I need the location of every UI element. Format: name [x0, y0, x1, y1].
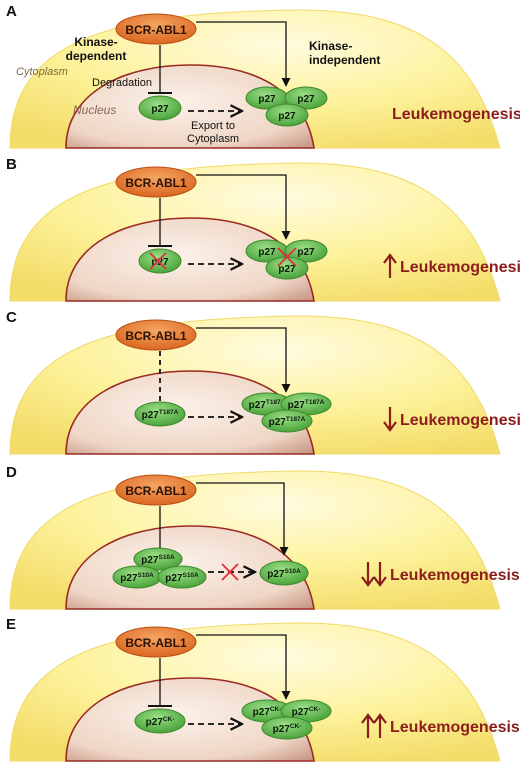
nucleus-label: Nucleus [73, 103, 116, 117]
nuclear-p27 [138, 248, 182, 274]
leukemogenesis-label: Leukemogenesis [390, 719, 520, 736]
nuclear-p27-1-label: p27S10A [141, 554, 175, 566]
cyto-p27-2-label: p27 [297, 94, 315, 105]
bcr-abl1-label: BCR-ABL1 [125, 329, 187, 343]
bcr-abl1-label: BCR-ABL1 [125, 636, 187, 650]
kinase-independent-arrow [196, 21, 291, 87]
kinase-independent-arrow [196, 327, 291, 393]
leukemogenesis-label: Leukemogenesis [390, 567, 520, 584]
trend-up-arrow [383, 253, 397, 278]
cyto-p27-2 [284, 239, 328, 263]
kinase-independent-block-x [277, 247, 297, 267]
cytoplasm-label: Cytoplasm [16, 66, 68, 78]
nuclear-p27 [138, 95, 182, 121]
cyto-p27 [259, 560, 309, 586]
cyto-p27-2-label: p27 [297, 247, 315, 258]
kinase-independent-arrow [196, 174, 291, 240]
degradation-label: Degradation [92, 77, 152, 89]
kinase-dependent-label-1: Kinase- [74, 35, 117, 49]
cyto-p27-3-label: p27T187A [269, 416, 306, 428]
bcr-abl1-label: BCR-ABL1 [125, 176, 187, 190]
bcr-abl1-node [115, 474, 197, 506]
cyto-p27-2-label: p27CK- [292, 706, 321, 718]
cyto-p27-3 [265, 103, 309, 127]
export-block-x [221, 563, 239, 581]
cyto-p27-2 [284, 86, 328, 110]
kinase-independent-label-1: Kinase- [309, 39, 352, 53]
nuclear-p27 [134, 401, 186, 427]
trend-up-arrow [373, 713, 387, 738]
cyto-p27-3 [261, 716, 313, 740]
bcr-abl1-label: BCR-ABL1 [125, 484, 187, 498]
nuclear-p27-3-label: p27S10A [165, 572, 199, 584]
leukemogenesis-label: Leukemogenesis [400, 412, 520, 429]
kinase-independent-label-2: independent [309, 53, 380, 67]
export-label-1: Export to [191, 120, 235, 132]
nuclear-p27-label: p27 [151, 104, 169, 115]
cyto-p27-1-label: p27 [258, 247, 276, 258]
leukemogenesis-label: Leukemogenesis [392, 106, 520, 123]
panel-d: D BCR-ABL1 p27S10A p27S10A p27S10A p27S10A Leu… [6, 464, 520, 610]
nuclear-p27-label: p27CK- [146, 716, 175, 728]
cyto-p27-1-label: p27T187A [249, 399, 286, 411]
cyto-p27-1-label: p27 [258, 94, 276, 105]
panel-e: E BCR-ABL1 p27CK-p27CK-p27CK-p27CK- Leukemo… [6, 616, 520, 762]
export-label-2: Cytoplasm [187, 133, 239, 145]
cyto-p27-3 [261, 409, 313, 433]
nuclear-p27-label: p27T187A [142, 409, 179, 421]
panel-letter: B [6, 156, 17, 173]
bcr-abl1-node [115, 319, 197, 351]
trend-down-arrow [383, 407, 397, 432]
cyto-p27-3-label: p27 [278, 264, 296, 275]
bcr-abl1-node [115, 626, 197, 658]
cyto-p27-label: p27S10A [267, 568, 301, 580]
nuclear-p27-1 [133, 547, 183, 571]
kinase-dependent-label-2: dependent [66, 49, 127, 63]
bcr-abl1-node [115, 166, 197, 198]
panel-letter: D [6, 464, 17, 481]
bcr-abl1-node [115, 13, 197, 45]
cyto-p27-3-label: p27CK- [273, 723, 302, 735]
nuclear-p27-2-label: p27S10A [120, 572, 154, 584]
trend-up-arrow [361, 713, 375, 738]
panel-letter: C [6, 309, 17, 326]
kinase-independent-arrow [196, 482, 289, 556]
cyto-p27-3-label: p27 [278, 111, 296, 122]
panel-letter: A [6, 3, 17, 20]
trend-down-arrow [373, 562, 387, 587]
panel-letter: E [6, 616, 16, 633]
trend-down-arrow [361, 562, 375, 587]
kinase-independent-arrow [196, 634, 291, 700]
nuclear-p27 [134, 708, 186, 734]
bcr-abl1-label: BCR-ABL1 [125, 23, 187, 37]
cyto-p27-1-label: p27CK- [253, 706, 282, 718]
nuclear-p27-3 [157, 565, 207, 589]
cyto-p27-2-label: p27T187A [288, 399, 325, 411]
degradation-block-x [149, 252, 167, 270]
leukemogenesis-label: Leukemogenesis [400, 259, 520, 276]
